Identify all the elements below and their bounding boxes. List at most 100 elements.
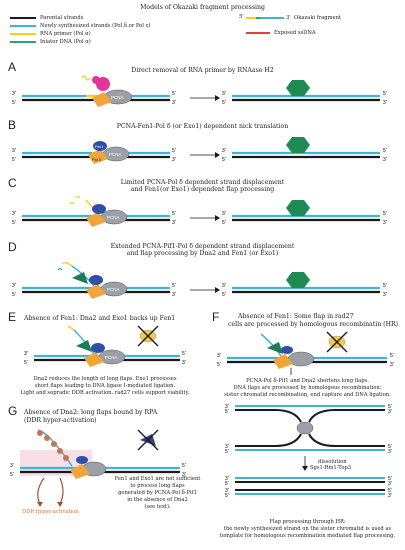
svg-text:3': 3' — [12, 91, 16, 97]
ligase-icon — [286, 272, 310, 288]
svg-text:3': 3' — [225, 404, 229, 410]
svg-text:5': 5' — [24, 360, 28, 366]
svg-text:5': 5' — [12, 157, 16, 163]
svg-text:5': 5' — [12, 292, 16, 298]
figure-title: Models of Okazaki fragment processing — [140, 4, 265, 11]
svg-text:5': 5' — [383, 148, 387, 154]
svg-text:3': 3' — [388, 493, 392, 498]
panel-d-letter: D — [8, 240, 17, 254]
panel-a-caption: Direct removal of RNA primer by RNAase H… — [131, 67, 274, 74]
legend-okazaki-3: 3' — [286, 15, 291, 21]
panel-e-text-1: Dna2 reduces the length of long flaps. E… — [33, 376, 177, 382]
pol-delta-icon — [92, 92, 112, 107]
panel-f-text2-1: Flap processing through HR: — [269, 519, 346, 525]
svg-text:5': 5' — [12, 220, 16, 226]
ligase-icon — [286, 80, 310, 96]
svg-text:5': 5' — [172, 148, 176, 154]
panel-f-dissolution: dissolution — [318, 459, 347, 465]
svg-text:PCNA: PCNA — [109, 152, 122, 157]
svg-text:3': 3' — [388, 449, 392, 455]
panel-f-sgs: Sgs1-Rm1-Top3 — [310, 465, 352, 471]
panel-g-diagram: 3' 5' 5' 3' — [10, 429, 186, 507]
svg-text:3': 3' — [10, 463, 14, 469]
svg-text:5': 5' — [225, 409, 229, 415]
panel-e-text-2: short flaps leading to DNA ligase I-medi… — [34, 383, 176, 389]
svg-text:5': 5' — [383, 91, 387, 97]
svg-text:3': 3' — [12, 148, 16, 154]
fen1-icon — [92, 204, 106, 214]
svg-text:3': 3' — [383, 220, 387, 226]
pol-delta-icon — [86, 284, 106, 299]
svg-text:3': 3' — [222, 283, 226, 289]
svg-text:3': 3' — [383, 292, 387, 298]
panel-d-caption1: Extended PCNA-Pif1-Pol δ dependent stran… — [110, 243, 295, 250]
panel-f-text1-1: PCNA-Pol δ-Pif1 and Dna2 shortens long f… — [246, 378, 369, 384]
legend-label-initiator: Iniator DNA (Pol α) — [40, 39, 91, 45]
panel-g-text-2: to process long flaps — [130, 483, 185, 489]
panel-b-caption: PCNA-Fen1-Pol δ (or Exo1) dependent nick… — [116, 123, 289, 130]
pol-delta-icon — [88, 149, 108, 164]
legend-label-newly: Newly synthesized strands (Pol δ or Pol … — [40, 23, 151, 29]
svg-text:3': 3' — [225, 476, 229, 482]
panel-g-text-3: generated by PCNA-Pol δ-Pif1 — [118, 490, 197, 496]
svg-text:5': 5' — [383, 211, 387, 217]
svg-text:5': 5' — [388, 444, 392, 450]
svg-text:5': 5' — [217, 362, 221, 368]
svg-text:3': 3' — [182, 472, 186, 478]
panel-f-text1-2: DNA flaps are processed by homologous re… — [233, 385, 382, 391]
dna2-icon — [267, 342, 283, 354]
svg-text:Pol δ: Pol δ — [92, 157, 102, 162]
exo1-icon — [91, 343, 105, 353]
svg-text:5': 5' — [222, 100, 226, 106]
panel-b-diagram: PCNA Pol δ Fen1 3' 5' 5' 3' 3' 5' 5' 3' — [12, 137, 387, 164]
svg-text:5': 5' — [383, 283, 387, 289]
panel-e-text-3: Light and sopradic DDR activation. rad27… — [20, 390, 190, 396]
svg-text:Fen1: Fen1 — [95, 145, 103, 149]
svg-text:3': 3' — [172, 100, 176, 106]
svg-text:5': 5' — [388, 476, 392, 482]
svg-text:5': 5' — [390, 353, 394, 359]
panel-f-caption1: Absence of Fen1: Some flap in rad27 — [238, 313, 354, 320]
panel-g-text-4: in the absence of Dna2 — [127, 497, 188, 503]
svg-text:3': 3' — [172, 292, 176, 298]
svg-text:5': 5' — [182, 351, 186, 357]
legend-label-parental: Parental strands — [40, 15, 84, 21]
ligase-icon — [286, 200, 310, 216]
legend-label-rna: RNA primer (Pol α) — [40, 31, 91, 37]
panel-d-diagram: PCNA 3' 5' 5' 3' 3' 5' 5' 3' — [12, 261, 387, 299]
ligase-icon — [286, 137, 310, 153]
pol-hr-icon — [296, 421, 314, 435]
panel-f-letter: F — [212, 310, 220, 324]
svg-text:3': 3' — [217, 353, 221, 359]
legend-label-exposed: Exposed ssDNA — [274, 30, 316, 36]
svg-text:5': 5' — [172, 91, 176, 97]
legend-swatches — [10, 17, 284, 43]
panel-c-letter: C — [8, 176, 17, 190]
panel-g-text-5: (see text). — [144, 504, 171, 510]
panel-g-caption1: Absence of Dna2: long flaps bound by RPA — [24, 409, 158, 416]
svg-text:5': 5' — [388, 404, 392, 410]
svg-text:5': 5' — [388, 488, 392, 494]
panel-e-letter: E — [8, 310, 17, 324]
svg-text:3': 3' — [24, 351, 28, 357]
svg-text:5': 5' — [222, 220, 226, 226]
panel-f-text2-2: the newly synthesized strand on the sist… — [223, 526, 392, 532]
svg-text:3': 3' — [172, 220, 176, 226]
svg-text:5': 5' — [222, 157, 226, 163]
svg-text:5': 5' — [10, 472, 14, 478]
fen1-icon — [89, 275, 103, 285]
svg-text:3': 3' — [222, 211, 226, 217]
svg-text:5': 5' — [12, 100, 16, 106]
panel-a-letter: A — [8, 60, 17, 74]
svg-text:3': 3' — [390, 362, 394, 368]
svg-text:PCNA: PCNA — [107, 215, 120, 220]
svg-text:5': 5' — [225, 449, 229, 455]
svg-text:3': 3' — [225, 444, 229, 450]
panel-g-caption2: (DDR hyper-activation) — [24, 417, 97, 424]
svg-text:3': 3' — [383, 157, 387, 163]
svg-text:3': 3' — [222, 91, 226, 97]
panel-a-diagram: PCNA 3' 5' 5' 3' 3' 5' 5' 3' — [12, 75, 387, 107]
panel-e-caption: Absence of Fen1: Dna2 and Exo1 backs up … — [24, 315, 176, 322]
legend-okazaki-5: 5' — [239, 14, 244, 20]
svg-text:3': 3' — [12, 211, 16, 217]
